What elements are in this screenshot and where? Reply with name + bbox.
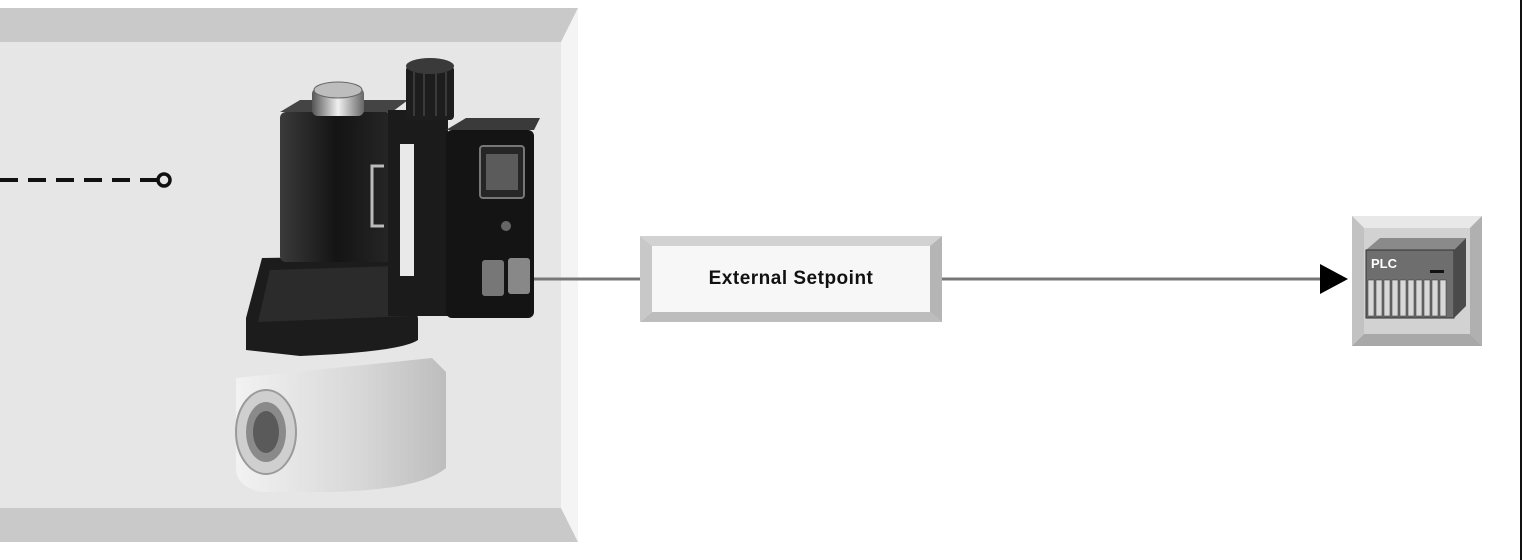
arrowhead-icon	[1320, 264, 1348, 294]
dashed-connector-icon	[0, 172, 172, 188]
panel-top-band	[0, 8, 578, 42]
setpoint-label: External Setpoint	[708, 268, 874, 289]
solenoid-valve-icon	[235, 58, 540, 492]
panel-bottom-band	[0, 508, 578, 542]
panel-right-bevel	[561, 8, 578, 542]
setpoint-box	[640, 236, 942, 322]
plc-rack-icon	[1352, 216, 1482, 346]
plc-label: PLC	[1371, 256, 1397, 271]
frame-border	[1520, 0, 1522, 560]
